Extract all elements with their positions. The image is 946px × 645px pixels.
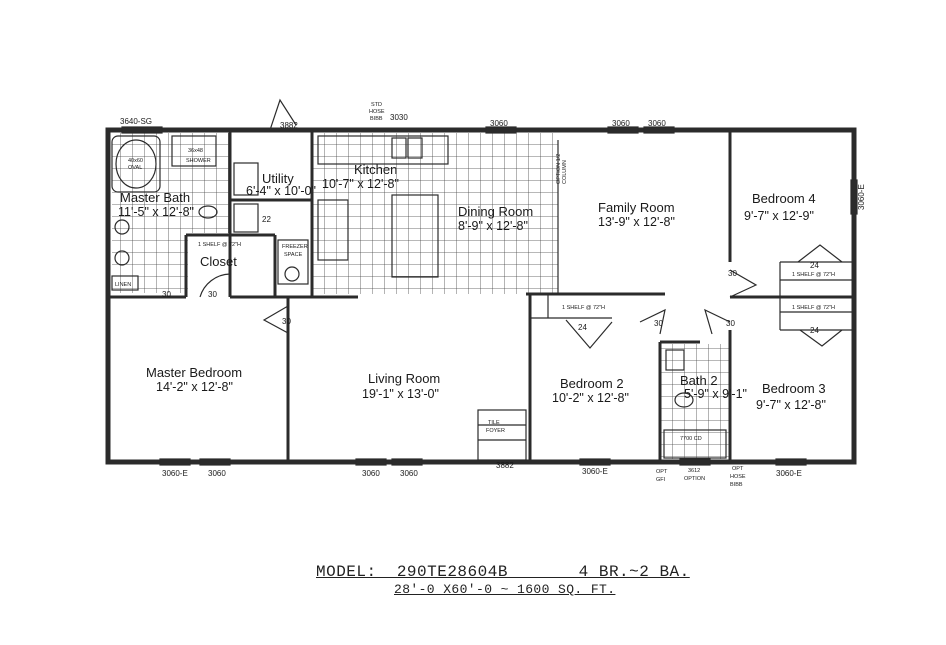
tile-foyer-2: FOYER [486, 428, 505, 434]
win-3882-top: 3882 [280, 121, 298, 130]
win-3060-c: 3060 [648, 119, 666, 128]
opt-column: OPTION 1/2 [556, 154, 562, 184]
master-bed-name: Master Bedroom [146, 365, 242, 380]
bedroom2-name: Bedroom 2 [560, 376, 624, 391]
std-hose-2: HOSE [369, 109, 385, 115]
win-3030: 3030 [390, 113, 408, 122]
model-caption: MODEL: 290TE28604B 4 BR.~2 BA. [316, 563, 690, 581]
tile-floor [112, 133, 730, 459]
bedroom3-name: Bedroom 3 [762, 381, 826, 396]
win-3612-option: OPTION [684, 476, 705, 482]
tub-bath2: 7700 CD [680, 436, 702, 442]
win-3612: 3612 [688, 468, 700, 474]
master-bath-name: Master Bath [120, 190, 190, 205]
utility-name: Utility [262, 171, 294, 186]
win-3060e-right: 3060-E [857, 184, 866, 210]
door-24-bed4: 24 [810, 261, 819, 270]
bed4-shelf: 1 SHELF @ 72"H [792, 272, 835, 278]
bed2-shelf: 1 SHELF @ 72"H [562, 305, 605, 311]
closet-name: Closet [200, 254, 237, 269]
column-left: COLUMN [562, 160, 568, 184]
window-labels: 3640-SG 3882 STD HOSE BIBB 3030 3060 306… [115, 102, 866, 488]
win-3640sg: 3640-SG [120, 117, 152, 126]
tub-oval-2: OVAL [128, 165, 142, 171]
living-dim: 19'-1" x 13'-0" [362, 387, 439, 401]
window-marks [121, 126, 858, 466]
door-22-utility: 22 [262, 215, 271, 224]
fixtures [111, 135, 727, 461]
opt-hose-2: HOSE [730, 474, 746, 480]
door-24-bed2: 24 [578, 323, 587, 332]
win-3060-b3: 3060 [400, 469, 418, 478]
master-bed-dim: 14'-2" x 12'-8" [156, 380, 233, 394]
shower-size: 36x48 [188, 148, 203, 154]
bath2-dim: 5'-9" x 9'-1" [684, 387, 747, 401]
bed3-shelf: 1 SHELF @ 72"H [792, 305, 835, 311]
win-3060e-b3: 3060-E [776, 469, 802, 478]
freezer-label-2: SPACE [284, 252, 303, 258]
bedroom4-name: Bedroom 4 [752, 191, 816, 206]
master-bath-dim: 11'-5" x 12'-8" [118, 205, 194, 219]
shower-label: SHOWER [186, 158, 211, 164]
utility-dim: 6'-4" x 10'-0" [246, 184, 316, 198]
dining-name: Dining Room [458, 204, 533, 219]
door-30-master: 30 [282, 317, 291, 326]
win-3060-a: 3060 [490, 119, 508, 128]
opt-gfi: OPT [656, 469, 668, 475]
door-30-bed3: 30 [726, 319, 735, 328]
family-name: Family Room [598, 200, 675, 215]
door-3882-bottom: 3882 [496, 461, 514, 470]
room-labels: Master Bath 11'-5" x 12'-8" Utility 6'-4… [118, 162, 826, 412]
tile-foyer: TILE [488, 420, 500, 426]
win-3060-b: 3060 [612, 119, 630, 128]
closet-shelf: 1 SHELF @ 72"H [198, 242, 241, 248]
std-hose: STD [371, 102, 382, 108]
bedroom4-dim: 9'-7" x 12'-9" [744, 209, 814, 223]
win-3060-b2: 3060 [362, 469, 380, 478]
win-3060-b1: 3060 [208, 469, 226, 478]
win-3060e-b1: 3060-E [162, 469, 188, 478]
door-30-bath: 30 [162, 290, 171, 299]
family-dim: 13'-9" x 12'-8" [598, 215, 675, 229]
win-3060e-b2: 3060-E [582, 467, 608, 476]
kitchen-dim: 10'-7" x 12'-8" [322, 177, 399, 191]
dining-dim: 8'-9" x 12'-8" [458, 219, 528, 233]
opt-gfi-2: GFI [656, 477, 666, 483]
door-24-bed3: 24 [810, 326, 819, 335]
living-name: Living Room [368, 371, 440, 386]
opt-hose: OPT [732, 466, 744, 472]
opt-hose-3: BIBB [730, 482, 743, 488]
freezer-label: FREEZER [282, 244, 308, 250]
tub-oval: 40x60 [128, 158, 143, 164]
bedroom2-dim: 10'-2" x 12'-8" [552, 391, 629, 405]
std-hose-3: BIBB [370, 116, 383, 122]
linen-label: LINEN [115, 282, 131, 288]
doors [199, 98, 843, 349]
door-30-closet: 30 [208, 290, 217, 299]
kitchen-name: Kitchen [354, 162, 397, 177]
bedroom3-dim: 9'-7" x 12'-8" [756, 398, 826, 412]
bath2-name: Bath 2 [680, 373, 718, 388]
door-30-bed4: 30 [728, 269, 737, 278]
door-30-bed2: 30 [654, 319, 663, 328]
size-caption: 28'-0 X60'-0 ~ 1600 SQ. FT. [394, 582, 616, 597]
